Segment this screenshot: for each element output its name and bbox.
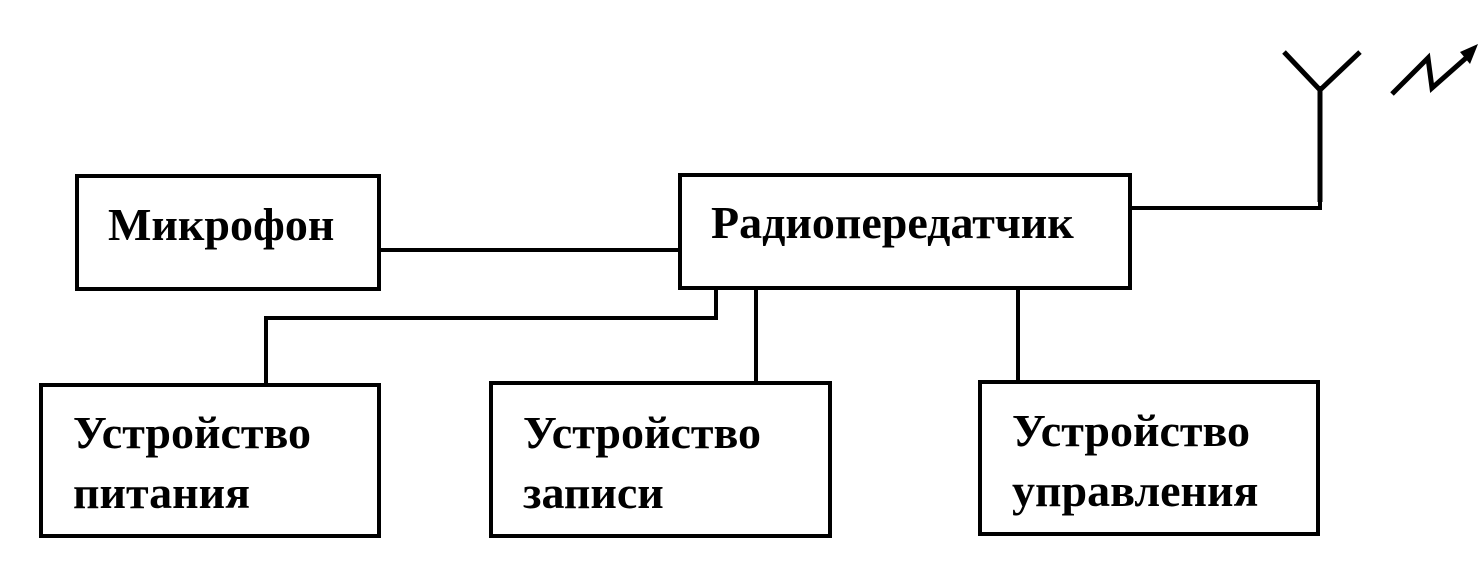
block-recorder: Устройство записи <box>489 381 832 538</box>
block-power: Устройство питания <box>39 383 381 538</box>
block-transmitter-label: Радиопередатчик <box>711 197 1074 248</box>
block-microphone: Микрофон <box>75 174 381 291</box>
block-control-label-line2: управления <box>1012 465 1258 516</box>
block-recorder-label-line2: записи <box>523 467 664 518</box>
block-control: Устройство управления <box>978 380 1320 536</box>
block-recorder-label-line1: Устройство <box>523 407 761 458</box>
block-power-label-line1: Устройство <box>73 407 311 458</box>
radio-wave-icon <box>1390 44 1478 96</box>
block-transmitter: Радиопередатчик <box>678 173 1132 290</box>
wire-transmitter-antenna <box>1128 86 1322 210</box>
antenna-icon <box>1282 50 1362 202</box>
block-power-label-line2: питания <box>73 467 250 518</box>
block-control-label-line1: Устройство <box>1012 405 1250 456</box>
wire-transmitter-power <box>264 286 718 386</box>
block-microphone-label: Микрофон <box>108 199 334 250</box>
